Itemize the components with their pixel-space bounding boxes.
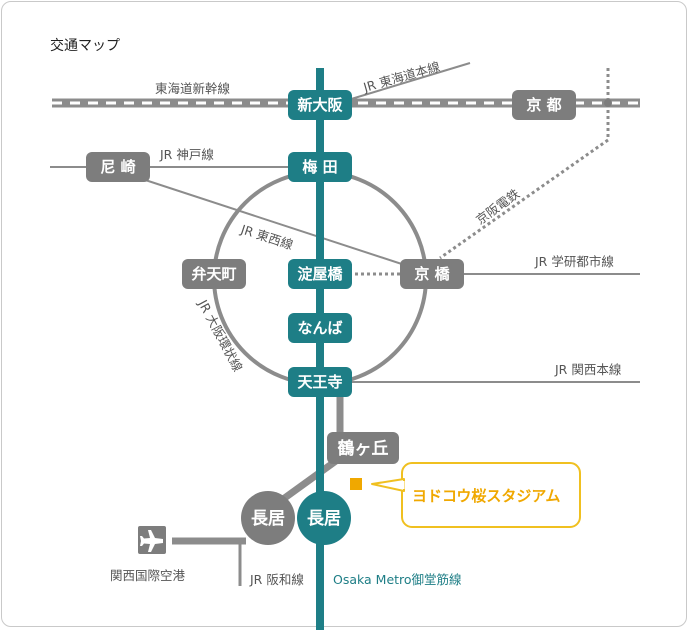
label-tokaido-shinkansen: 東海道新幹線: [155, 81, 231, 96]
station-shin-osaka-label: 新大阪: [297, 96, 343, 114]
station-yodoyabashi[interactable]: [288, 259, 352, 289]
station-nagai-metro-label: 長居: [307, 509, 341, 529]
label-jr-gakkentoshi: JR 学研都市線: [534, 254, 614, 269]
station-yodoyabashi-label: 淀屋橋: [297, 265, 343, 283]
label-metro-midosuji: Osaka Metro御堂筋線: [333, 572, 462, 587]
station-tsurugaoka[interactable]: [327, 432, 399, 464]
station-tennoji[interactable]: [288, 367, 352, 397]
station-shin-osaka[interactable]: [288, 90, 352, 120]
label-kansai-airport: 関西国際空港: [110, 568, 186, 583]
station-kyobashi[interactable]: [400, 259, 464, 289]
jr-hanwa-line: [172, 390, 344, 586]
station-tsurugaoka-label: 鶴ヶ丘: [338, 438, 389, 459]
station-nagai-jr-label: 長居: [251, 509, 285, 529]
jr-tozai-line: [129, 174, 421, 271]
destination-label: ヨドコウ桜スタジアム: [412, 487, 560, 505]
label-jr-hanwa: JR 阪和線: [249, 572, 304, 587]
square-marker-icon: [350, 478, 362, 490]
station-kyoto[interactable]: [512, 90, 576, 120]
station-bentencho[interactable]: [182, 259, 246, 289]
station-namba[interactable]: [288, 313, 352, 343]
station-nagai-metro[interactable]: [297, 491, 351, 545]
airplane-icon[interactable]: [138, 526, 166, 554]
station-namba-label: なんば: [297, 319, 342, 337]
station-nagai-jr[interactable]: [241, 491, 295, 545]
station-umeda-label: 梅 田: [302, 158, 337, 176]
station-kyoto-label: 京 都: [526, 96, 561, 114]
station-kyobashi-label: 京 橋: [414, 265, 450, 283]
station-bentencho-label: 弁天町: [191, 265, 236, 283]
label-jr-kobe: JR 神戸線: [159, 147, 214, 162]
jr-tokaido-line: [337, 62, 471, 104]
station-amagasaki-label: 尼 崎: [100, 158, 135, 176]
label-jr-tokaido: JR 東海道本線: [361, 59, 442, 96]
map-title: 交通マップ: [50, 37, 120, 54]
station-amagasaki[interactable]: [86, 152, 150, 182]
station-umeda[interactable]: [288, 152, 352, 182]
label-jr-kansai: JR 関西本線: [554, 362, 622, 377]
station-tennoji-label: 天王寺: [297, 373, 342, 391]
destination-callout[interactable]: ヨドコウ桜スタジアム: [371, 462, 581, 528]
keihan-junction-dot: [604, 99, 612, 107]
